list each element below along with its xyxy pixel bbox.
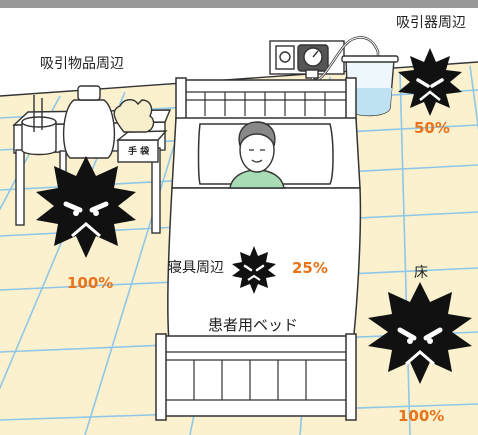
label-aspirator-area: 吸引器周辺 — [396, 15, 466, 31]
germ-icon-supplies — [36, 156, 136, 258]
top-bar — [0, 0, 478, 8]
percent-aspirator-area: 50% — [414, 119, 450, 137]
label-floor: 床 — [414, 265, 428, 281]
label-patient-bed: 患者用ベッド — [208, 316, 299, 334]
label-suction-supplies-area: 吸引物品周辺 — [40, 56, 124, 72]
germ-icon-aspirator — [398, 48, 462, 116]
aspirator-icon — [269, 36, 399, 117]
patient-icon — [229, 121, 285, 189]
germ-icon-floor — [368, 282, 472, 384]
supplies-bottle — [62, 85, 116, 159]
germ-icon-bedding — [232, 246, 276, 294]
percent-suction-supplies-area: 100% — [67, 274, 114, 292]
percent-bedding-area: 25% — [292, 259, 328, 277]
percent-floor: 100% — [398, 407, 445, 425]
gloves-icon — [113, 99, 168, 163]
label-bedding-area: 寝具周辺 — [168, 260, 224, 276]
suction-cup — [21, 95, 57, 156]
gloves-box-label: 手 袋 — [128, 147, 150, 157]
